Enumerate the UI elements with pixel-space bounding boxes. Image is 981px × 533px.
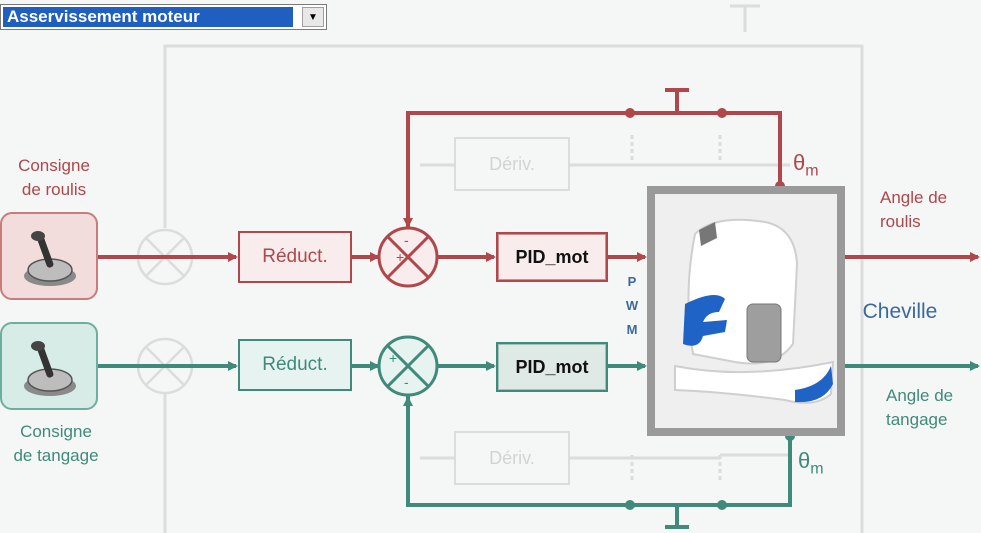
ankle-robot-icon — [655, 194, 837, 428]
mode-select[interactable]: Asservissement moteur ▼ — [0, 4, 327, 30]
mode-select-value: Asservissement moteur — [3, 7, 293, 27]
theta-m-roll-label: θm — [793, 150, 819, 180]
pitch-summer-minus: - — [404, 374, 409, 390]
roll-summer-minus: - — [404, 232, 409, 248]
pwm-label-m: M — [626, 322, 638, 337]
roll-derivative-block: Dériv. — [454, 137, 570, 191]
roll-joystick-icon[interactable] — [0, 212, 98, 300]
pitch-summer — [377, 335, 439, 397]
roll-pid-block[interactable]: PID_mot — [496, 232, 608, 282]
pitch-summer-plus: + — [389, 350, 397, 366]
pitch-joystick-icon[interactable] — [0, 322, 98, 410]
roll-signal-path — [98, 88, 980, 262]
pwm-label-p: P — [627, 274, 637, 289]
plant-label: Cheville — [862, 300, 938, 323]
inactive-summers — [136, 228, 194, 395]
pitch-signal-path — [98, 361, 980, 529]
chevron-down-icon[interactable]: ▼ — [302, 7, 324, 27]
pwm-label-w: W — [625, 298, 639, 313]
theta-m-pitch-label: θm — [798, 448, 824, 478]
roll-reduction-block[interactable]: Réduct. — [238, 231, 352, 283]
pitch-reduction-block[interactable]: Réduct. — [238, 339, 352, 391]
inactive-outer-loop — [163, 4, 864, 533]
roll-summer-plus: + — [396, 249, 404, 265]
ankle-plant-image[interactable] — [647, 186, 845, 436]
pitch-pid-block[interactable]: PID_mot — [496, 342, 608, 392]
roll-summer — [377, 226, 439, 288]
pitch-derivative-block: Dériv. — [454, 431, 570, 485]
